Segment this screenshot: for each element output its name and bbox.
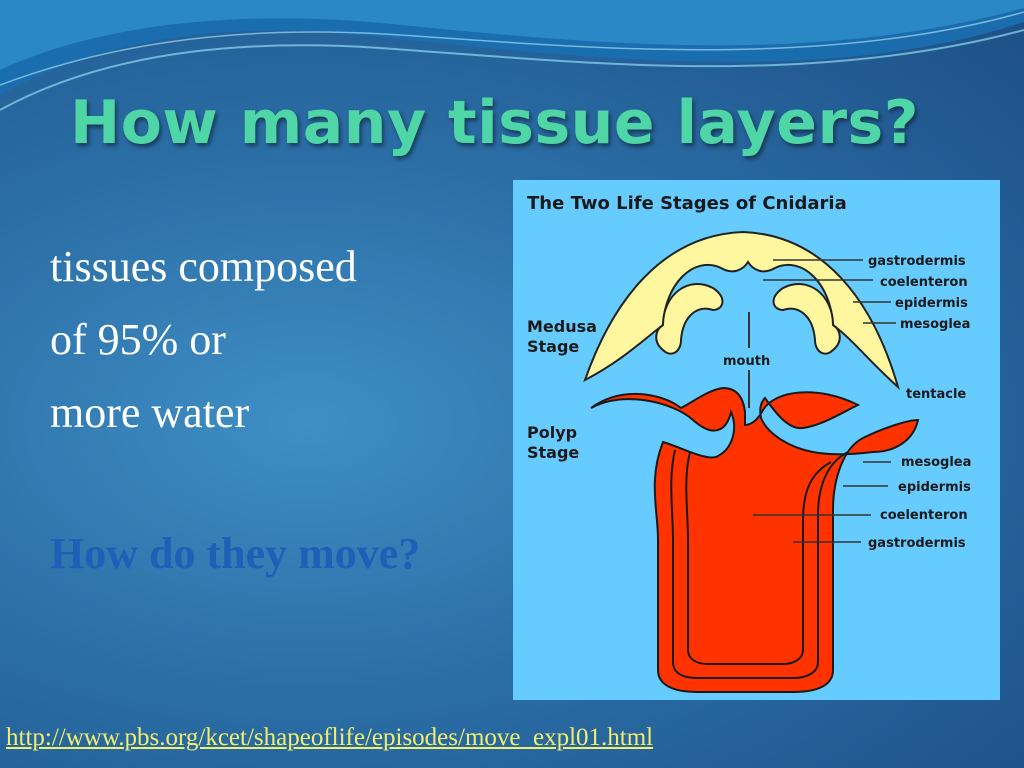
cnidaria-diagram: The Two Life Stages of Cnidaria mouth Me… — [513, 180, 1000, 700]
polyp-stage-label: Polyp — [527, 423, 577, 442]
diagram-title: The Two Life Stages of Cnidaria — [527, 193, 847, 214]
medusa-shape — [583, 230, 900, 391]
medusa-stage-label: Medusa — [527, 317, 597, 336]
body-line: more water — [50, 388, 250, 437]
source-link[interactable]: http://www.pbs.org/kcet/shapeoflife/epis… — [6, 724, 654, 751]
medusa-part-label: gastrodermis — [868, 254, 966, 269]
polyp-part-label: gastrodermis — [868, 536, 966, 551]
medusa-part-label: epidermis — [895, 296, 968, 311]
header-wave-decoration — [0, 0, 1024, 111]
tentacle-label: tentacle — [906, 387, 966, 402]
body-text: tissues composed of 95% or more water — [50, 230, 357, 449]
mouth-label: mouth — [723, 354, 770, 369]
slide-title: How many tissue layers? — [70, 88, 920, 158]
body-line: of 95% or — [50, 315, 226, 364]
polyp-part-label: epidermis — [898, 480, 971, 495]
medusa-stage-label: Stage — [527, 337, 579, 356]
polyp-part-label: mesoglea — [901, 455, 971, 470]
body-line: tissues composed — [50, 242, 357, 291]
polyp-part-label: coelenteron — [880, 508, 968, 523]
polyp-cavity-line — [685, 451, 832, 665]
question-text: How do they move? — [50, 529, 421, 578]
polyp-stage-label: Stage — [527, 443, 579, 462]
medusa-part-label: mesoglea — [900, 317, 970, 332]
medusa-part-label: coelenteron — [880, 275, 968, 290]
polyp-inner-line — [670, 449, 849, 679]
